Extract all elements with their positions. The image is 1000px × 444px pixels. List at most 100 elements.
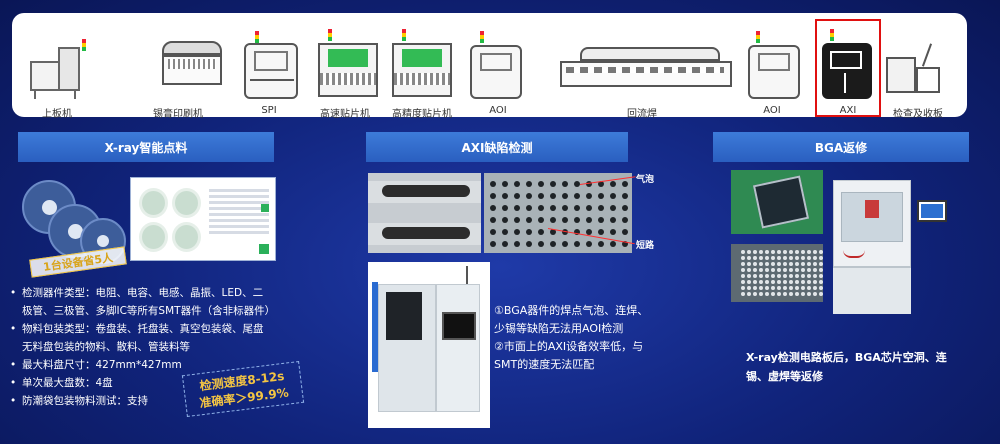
- bga-ball: [819, 256, 823, 260]
- bga-ball: [765, 268, 769, 272]
- machine-label-printer: 锡膏印刷机: [153, 109, 203, 120]
- bga-ball: [795, 268, 799, 272]
- solder-joint: [490, 229, 496, 235]
- bga-ball: [783, 268, 787, 272]
- axi-defect-title: AXI缺陷检测: [461, 140, 533, 155]
- bga-ball: [789, 274, 793, 278]
- bga-ball: [807, 268, 811, 272]
- bga-ball: [795, 256, 799, 260]
- bga-ball: [771, 274, 775, 278]
- spec-item: 极管、三极管、多脚IC等所有SMT器件（含非标器件）: [22, 305, 276, 317]
- bga-ball: [783, 256, 787, 260]
- bga-ball: [789, 256, 793, 260]
- machine-label-aoi-2: AOI: [763, 105, 781, 116]
- machine-label-high-precision: 高精度贴片机: [392, 109, 452, 120]
- solder-joint: [598, 217, 604, 223]
- spec-item: 检测器件类型：电阻、电容、电感、晶振、LED、二: [10, 284, 310, 302]
- bga-ball: [753, 280, 757, 284]
- solder-joint: [490, 241, 496, 247]
- xray-counting-title: X-ray智能点料: [104, 140, 188, 155]
- bga-ball: [813, 292, 817, 296]
- solder-joint: [502, 193, 508, 199]
- production-line-panel: 上板机 锡膏印刷机 SPI 高速贴片机 高精度贴片机 AOI 回流焊: [12, 13, 967, 120]
- bga-ball: [759, 256, 763, 260]
- bga-ball: [771, 250, 775, 254]
- spi-machine: [244, 43, 298, 99]
- solder-joint: [586, 217, 592, 223]
- high-precision-placer: [392, 43, 452, 97]
- solder-joint: [490, 193, 496, 199]
- point-counting-software-screenshot: [130, 177, 276, 261]
- bga-ball: [789, 286, 793, 290]
- bga-ball: [747, 286, 751, 290]
- bga-ball: [783, 292, 787, 296]
- solder-joint: [598, 229, 604, 235]
- bga-ball: [765, 256, 769, 260]
- bga-ball: [741, 268, 745, 272]
- bga-ball: [807, 274, 811, 278]
- bga-ball: [771, 262, 775, 266]
- solder-joint: [526, 181, 532, 187]
- solder-joint: [514, 205, 520, 211]
- bga-ball: [753, 256, 757, 260]
- solder-joint: [526, 217, 532, 223]
- axi-highlight-box: [815, 19, 881, 117]
- bga-ball: [765, 280, 769, 284]
- solder-joint: [622, 217, 628, 223]
- solder-joint: [598, 193, 604, 199]
- machine-label-loader: 上板机: [42, 109, 72, 120]
- bga-ball: [753, 286, 757, 290]
- bga-ball: [753, 268, 757, 272]
- bga-ball: [795, 280, 799, 284]
- bga-ball: [801, 256, 805, 260]
- aoi-machine-2: [748, 45, 800, 99]
- bga-ball: [753, 292, 757, 296]
- bga-ball: [819, 280, 823, 284]
- bga-ball: [807, 286, 811, 290]
- solder-joint: [562, 241, 568, 247]
- solder-joint: [574, 217, 580, 223]
- bga-ball: [801, 268, 805, 272]
- bga-ball: [813, 280, 817, 284]
- bga-ball: [777, 292, 781, 296]
- solder-joint: [598, 205, 604, 211]
- bga-ball: [813, 268, 817, 272]
- solder-joint: [538, 241, 544, 247]
- solder-joint: [550, 193, 556, 199]
- solder-joint: [514, 241, 520, 247]
- solder-joint: [574, 229, 580, 235]
- axi-desc-line: ①BGA器件的焊点气泡、连焊、: [494, 304, 649, 317]
- bga-ball: [759, 280, 763, 284]
- bga-ball: [801, 262, 805, 266]
- reflow-oven: [560, 47, 732, 95]
- solder-joint: [550, 205, 556, 211]
- bga-ball: [747, 256, 751, 260]
- solder-joint: [586, 181, 592, 187]
- bga-rework-header: BGA返修: [713, 132, 969, 162]
- solder-joint: [526, 229, 532, 235]
- solder-joint: [610, 229, 616, 235]
- unloader-machine: [886, 43, 940, 99]
- bga-ball: [759, 274, 763, 278]
- solder-joint: [586, 229, 592, 235]
- bga-ball: [783, 280, 787, 284]
- axi-equipment-photo: [368, 262, 490, 428]
- bga-ball: [813, 274, 817, 278]
- solder-joint: [550, 241, 556, 247]
- bga-ball: [795, 262, 799, 266]
- machine-label-reflow: 回流焊: [627, 109, 657, 120]
- bga-ball: [783, 250, 787, 254]
- solder-joint: [502, 205, 508, 211]
- solder-joint: [490, 217, 496, 223]
- bga-ball: [807, 262, 811, 266]
- bga-ball: [795, 286, 799, 290]
- bga-ball: [783, 286, 787, 290]
- solder-joint: [538, 217, 544, 223]
- solder-joint: [490, 205, 496, 211]
- bga-ball: [795, 292, 799, 296]
- bga-ball: [741, 280, 745, 284]
- bga-ball: [777, 280, 781, 284]
- spec-item: 单次最大盘数：4盘: [10, 374, 310, 392]
- bga-ball: [765, 262, 769, 266]
- bga-ball: [771, 268, 775, 272]
